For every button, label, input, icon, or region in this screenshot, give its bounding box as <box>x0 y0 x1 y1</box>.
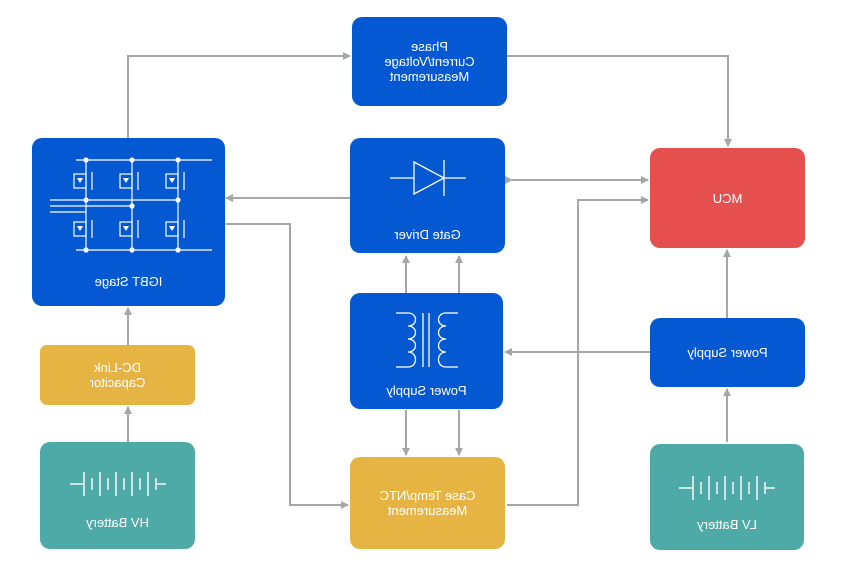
igbt-stage-block: IGBT Stage <box>32 138 225 306</box>
hv-battery-label: HV Battery <box>86 515 149 530</box>
case-temp-label: Case Temp/NTC Measurement <box>379 488 476 518</box>
power-supply-right-block: Power Supply <box>650 318 805 387</box>
wire-phase-to-mcu <box>507 55 732 147</box>
mcu-block: MCU <box>650 148 805 248</box>
gate-driver-label: Gate Driver <box>394 227 461 242</box>
phase-measurement-label: Phase Current/Voltage Measurement <box>384 39 475 84</box>
phase-measurement-block: Phase Current/Voltage Measurement <box>352 17 507 106</box>
power-supply-right-label: Power Supply <box>687 345 768 360</box>
hv-battery-block: HV Battery <box>40 442 195 549</box>
buffer-amplifier-icon <box>390 160 466 196</box>
battery-cells-icon <box>70 472 166 496</box>
wire-igbt-to-temp <box>226 223 349 509</box>
gate-driver-block: Gate Driver <box>350 138 505 253</box>
power-supply-center-label: Power Supply <box>386 383 467 398</box>
battery-cells-icon <box>679 476 775 500</box>
transformer-icon <box>396 312 458 368</box>
igbt-stage-label: IGBT Stage <box>94 274 163 289</box>
case-temp-block: Case Temp/NTC Measurement <box>350 457 505 549</box>
dc-link-capacitor-label: DC-Link Capacitor <box>89 360 146 390</box>
lv-battery-block: LV Battery <box>650 444 804 550</box>
lv-battery-label: LV Battery <box>697 517 757 532</box>
wire-igbt-to-phase <box>127 52 351 138</box>
igbt-bridge-icon <box>50 157 212 253</box>
dc-link-capacitor-block: DC-Link Capacitor <box>40 345 195 405</box>
mcu-label: MCU <box>712 190 743 206</box>
power-supply-center-block: Power Supply <box>350 293 503 409</box>
